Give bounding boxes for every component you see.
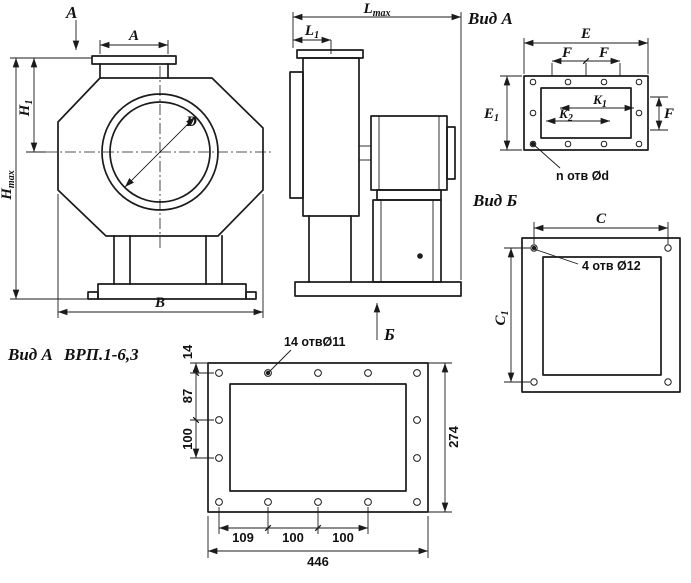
dim-ff: F F — [551, 45, 621, 76]
dim-h1-label: H1 — [17, 100, 35, 118]
dim-109-label: 109 — [232, 530, 254, 545]
dim-100-b1-label: 100 — [282, 530, 304, 545]
view-arrow-b: Б — [373, 302, 395, 344]
outlet-flange-front — [91, 55, 177, 65]
dim-b: В — [57, 194, 264, 318]
dim-100-left-label: 100 — [180, 428, 195, 450]
dim-446-label: 446 — [307, 554, 329, 569]
dim-lmax-label: Lmax — [363, 1, 391, 19]
flange-bottom-outer — [207, 362, 429, 513]
dim-c: C — [533, 211, 669, 244]
inlet-circle-inner — [109, 101, 211, 203]
dim-h1: H1 — [10, 57, 92, 153]
dim-a-label: А — [128, 28, 139, 44]
base-plate-side — [294, 281, 462, 297]
dim-f-right-label: F — [598, 45, 609, 61]
flange-a — [523, 75, 649, 151]
inlet-duct — [91, 55, 177, 79]
dim-274: 274 — [428, 362, 461, 513]
view-arrow-b-label: Б — [383, 325, 395, 344]
dim-k2-label: K2 — [558, 106, 573, 124]
dim-hmax: Hmax — [0, 57, 88, 300]
dim-e-label: E — [580, 26, 591, 42]
motor-body — [370, 115, 448, 191]
dim-14-label: 14 — [180, 344, 195, 359]
dim-k2: K2 — [545, 106, 611, 125]
flange-a-opening — [540, 87, 632, 139]
bottom-view-title: Вид А — [7, 345, 53, 364]
flange-bottom — [207, 362, 429, 513]
inlet-collector-side — [289, 71, 304, 199]
dim-f-side: F — [650, 96, 674, 131]
view-b-holes-note: 4 отв Ø12 — [582, 259, 641, 273]
support-legs — [113, 235, 223, 285]
dim-k1-label: K1 — [592, 92, 607, 110]
dim-k1: K1 — [559, 92, 635, 112]
dim-e: E — [523, 26, 649, 74]
motor-end-cap — [446, 126, 456, 180]
dim-100-b2-label: 100 — [332, 530, 354, 545]
fan-side-body — [289, 49, 371, 283]
pedestal — [372, 199, 442, 283]
dim-c1-label: C1 — [493, 310, 511, 325]
section-arrow-a: А — [65, 3, 80, 51]
dim-a: А — [99, 28, 169, 54]
section-arrow-a-label: А — [65, 3, 77, 22]
dim-c1: C1 — [493, 247, 530, 383]
dim-l1-label: L1 — [304, 23, 319, 41]
inlet-circle-outer — [101, 93, 219, 211]
flange-b-bolt-holes — [530, 244, 672, 386]
dim-f-side-label: F — [663, 106, 674, 122]
housing-side — [302, 57, 360, 217]
flange-a-bolt-holes — [529, 78, 643, 148]
dim-e1-label: E1 — [483, 106, 499, 124]
view-a: Вид А E F F — [467, 9, 674, 183]
fan-housing-octagon — [57, 77, 264, 237]
flange-b — [521, 237, 681, 393]
front-view: А А D — [0, 3, 274, 318]
dim-hmax-label: Hmax — [0, 170, 17, 200]
view-a-holes-note: n отв Ød — [556, 169, 609, 183]
holes-note-bottom: 14 отвØ11 — [265, 335, 345, 376]
dim-chain-left: 14 87 100 — [180, 344, 214, 459]
bottom-view-model: ВРП.1-6,3 — [63, 345, 139, 364]
drain-hole-dot — [417, 253, 423, 259]
dim-d: D — [124, 114, 197, 188]
dim-87-label: 87 — [180, 389, 195, 403]
dim-446: 446 — [207, 516, 429, 569]
inlet-opening — [101, 93, 219, 211]
dim-f-left-label: F — [561, 45, 572, 61]
side-view: Lmax L1 — [289, 1, 462, 344]
motor-assembly — [370, 115, 456, 201]
flange-a-outer — [523, 75, 649, 151]
motor-feet — [376, 189, 442, 201]
view-a-title: Вид А — [467, 9, 513, 28]
dim-l1: L1 — [292, 23, 332, 54]
dim-chain-bottom: 109 100 100 — [218, 507, 369, 545]
holes-note-b: 4 отв Ø12 — [531, 245, 641, 273]
holes-note-a: n отв Ød — [530, 141, 609, 183]
flange-b-outer — [521, 237, 681, 393]
fan-base-front — [87, 283, 257, 300]
dim-e1: E1 — [483, 75, 522, 151]
flange-b-opening — [542, 256, 662, 376]
dim-b-label: В — [154, 295, 165, 311]
flange-bottom-opening — [229, 383, 407, 492]
dim-274-label: 274 — [446, 425, 461, 447]
flange-bottom-bolt-holes — [215, 369, 421, 506]
outlet-flange-side — [296, 49, 364, 59]
bottom-view: Вид А ВРП.1-6,3 — [7, 335, 461, 569]
dim-lmax: Lmax — [292, 1, 462, 280]
view-b-title: Вид Б — [472, 191, 517, 210]
dim-d-label: D — [185, 114, 197, 130]
dim-c-label: C — [596, 211, 607, 227]
bottom-holes-note: 14 отвØ11 — [284, 335, 345, 349]
view-b: Вид Б C C1 4 отв Ø12 — [472, 191, 681, 393]
